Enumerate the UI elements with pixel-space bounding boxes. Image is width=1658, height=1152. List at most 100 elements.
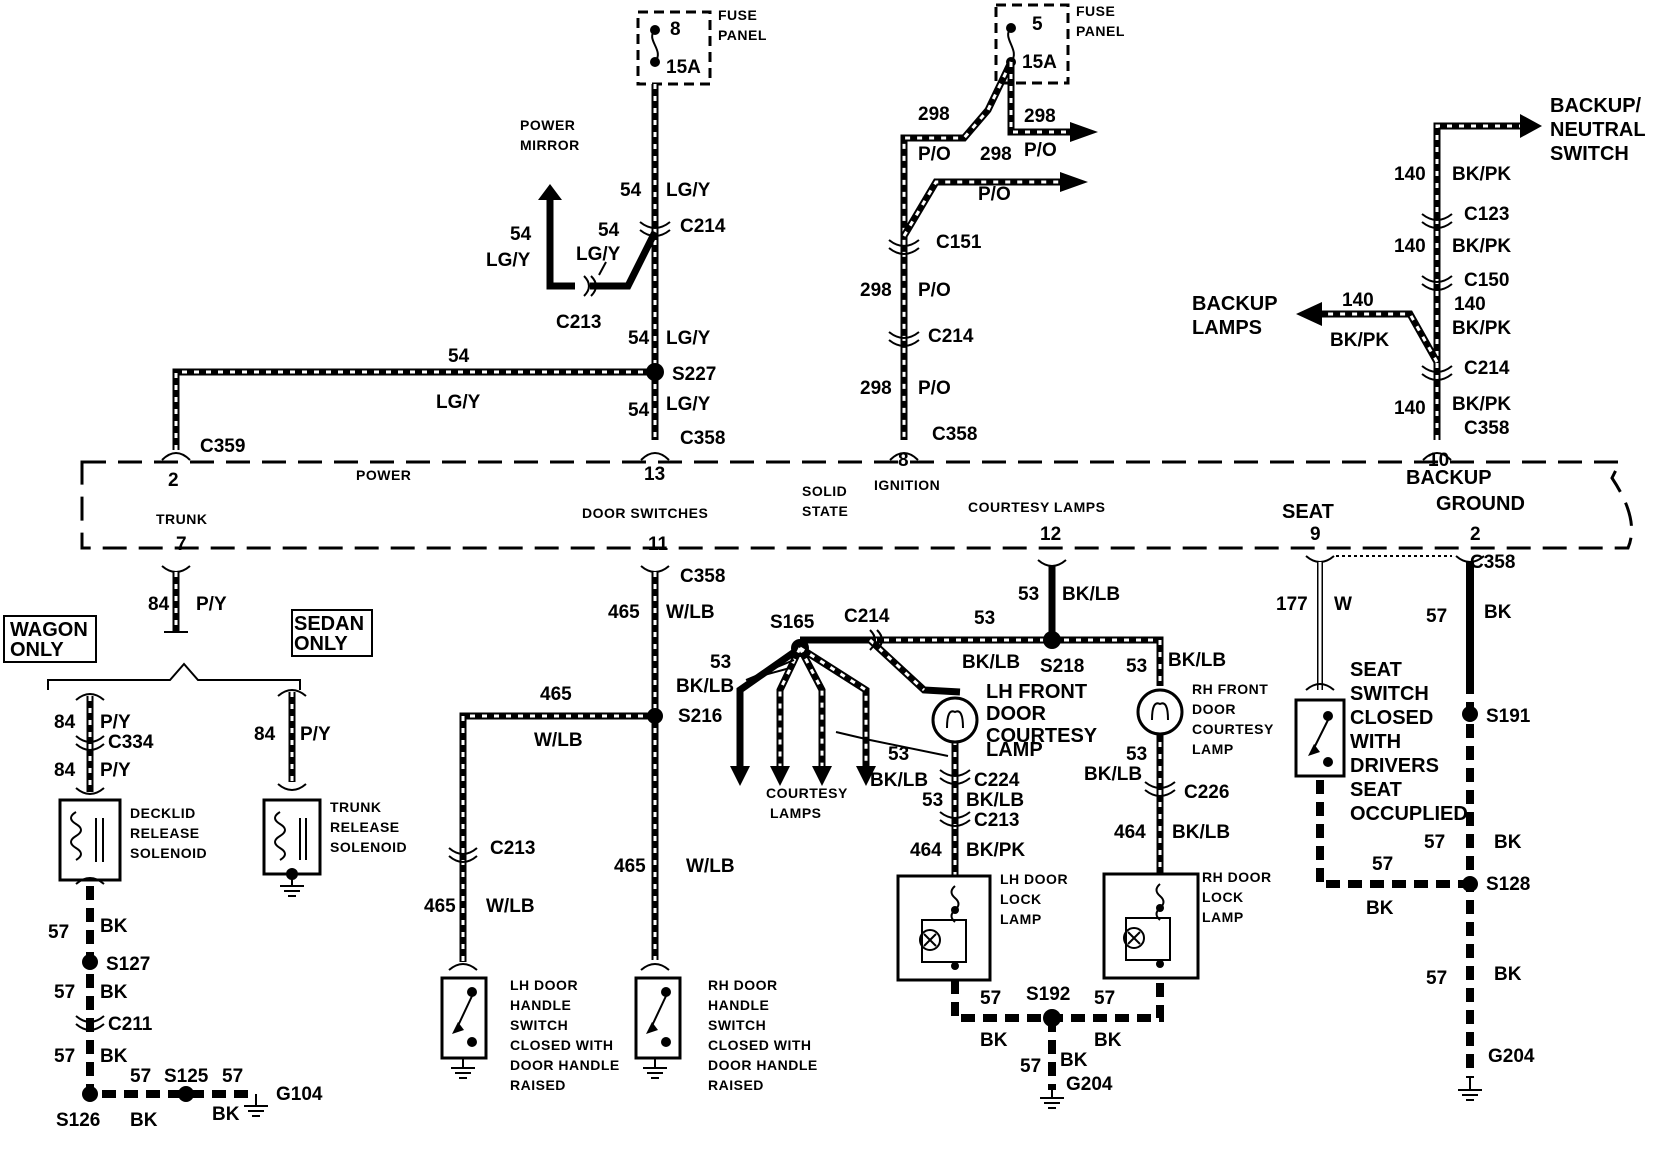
splice-s191 xyxy=(1462,706,1478,722)
connector-c214: C214 xyxy=(1464,358,1510,379)
backup-neutral-switch-label: BACKUP/ xyxy=(1550,95,1642,117)
wire-number: 54 xyxy=(628,328,650,349)
lh-courtesy-label: LH FRONT xyxy=(986,681,1087,703)
connector-c214: C214 xyxy=(680,216,726,237)
splice-s192 xyxy=(1043,1009,1061,1027)
connector-c358: C358 xyxy=(680,428,725,449)
backup-neutral-switch-label: NEUTRAL xyxy=(1550,119,1646,141)
connector-c213: C213 xyxy=(556,312,601,333)
module-solid-label: SOLID xyxy=(802,483,847,499)
ground-s192-circuit: 57 S192 57 BK BK 57 BK G204 xyxy=(951,978,1164,1109)
wire-number: 53 xyxy=(888,744,909,765)
connector-c359: C359 xyxy=(200,436,245,457)
rh-lock-label: LAMP xyxy=(1202,909,1244,925)
trunk-solenoid-label: SOLENOID xyxy=(330,839,407,855)
rh-courtesy-label: COURTESY xyxy=(1192,721,1274,737)
lh-courtesy-label: DOOR xyxy=(986,703,1047,725)
splice-s218 xyxy=(1043,631,1061,649)
connector-c211: C211 xyxy=(108,1014,153,1035)
splice-s165-label: S165 xyxy=(770,612,815,633)
rh-handle-label: SWITCH xyxy=(708,1017,766,1033)
seat-switch-label: SEAT xyxy=(1350,779,1402,801)
wire-number: 57 xyxy=(222,1066,243,1087)
wire-color: P/O xyxy=(1024,140,1057,161)
wire-number: 298 xyxy=(1024,106,1056,127)
splice-s127 xyxy=(82,954,98,970)
wire-color: W xyxy=(1334,594,1352,615)
pin-10: 10 xyxy=(1428,450,1449,471)
wire-color: P/O xyxy=(918,144,951,165)
wire-color: P/Y xyxy=(196,594,227,615)
backup-neutral-switch-label: SWITCH xyxy=(1550,143,1629,165)
ground-g104-circuit: 57 BK S127 57 BK C211 57 BK 57 S125 57 G… xyxy=(48,877,323,1131)
lh-courtesy-label: COURTESY xyxy=(986,725,1098,747)
wire-number: 57 xyxy=(1094,988,1115,1009)
fuse-8-number: 8 xyxy=(670,19,681,40)
wire-number: 54 xyxy=(448,346,470,367)
connector-c224: C224 xyxy=(974,770,1020,791)
wire-color: W/LB xyxy=(534,730,583,751)
module-power-label: POWER xyxy=(356,467,411,483)
fuse-8-rating: 15A xyxy=(666,57,701,78)
wire-color: P/Y xyxy=(100,760,131,781)
wire-number: 57 xyxy=(980,988,1001,1009)
wire-number: 53 xyxy=(1126,744,1147,765)
wire-number: 54 xyxy=(598,220,620,241)
wire-color: BK/LB xyxy=(1172,822,1230,843)
rh-door-lock-lamp: RH DOOR LOCK LAMP xyxy=(1102,869,1271,980)
wire-number: 84 xyxy=(148,594,170,615)
wire-number: 140 xyxy=(1394,236,1426,257)
wire-number: 53 xyxy=(1018,584,1039,605)
wire-number: 464 xyxy=(1114,822,1146,843)
rh-courtesy-lamp-branch: RH FRONT DOOR COURTESY LAMP 53 BK/LB C22… xyxy=(1084,681,1274,876)
wire-number: 140 xyxy=(1454,294,1486,315)
lh-courtesy-lamp-branch: LH FRONT DOOR COURTESY LAMP C224 53 BK/L… xyxy=(910,681,1098,876)
rh-handle-label: CLOSED WITH xyxy=(708,1037,812,1053)
wire-color: BK xyxy=(100,916,128,937)
circuit-53: BK/LB 53 S165 C214 53 BK/LB S218 53 BK/L… xyxy=(676,559,1226,821)
wire-number: 465 xyxy=(614,856,646,877)
wire-color: BK/LB xyxy=(962,652,1020,673)
wire-number: 54 xyxy=(620,180,642,201)
wire-color: BK xyxy=(980,1030,1008,1051)
splice-s126 xyxy=(82,1086,98,1102)
lh-handle-label: LH DOOR xyxy=(510,977,578,993)
trunk-solenoid-label: TRUNK xyxy=(330,799,382,815)
fuse-5-number: 5 xyxy=(1032,14,1043,35)
wire-number: 298 xyxy=(980,144,1012,165)
connector-c213: C213 xyxy=(490,838,535,859)
pin-11: 11 xyxy=(648,534,669,555)
wire-number: 53 xyxy=(974,608,995,629)
ground-g104-label: G104 xyxy=(276,1084,323,1105)
splice-s127-label: S127 xyxy=(106,954,150,975)
connector-c358: C358 xyxy=(932,424,977,445)
wire-number: 140 xyxy=(1394,398,1426,419)
connector-c151: C151 xyxy=(936,232,982,253)
splice-s218-label: S218 xyxy=(1040,656,1084,677)
wire-color: P/Y xyxy=(100,712,131,733)
wire-color: BK xyxy=(212,1104,240,1125)
wire-number: 57 xyxy=(1426,606,1447,627)
pin-12: 12 xyxy=(1040,524,1061,545)
wire-color: BK xyxy=(130,1110,158,1131)
rh-courtesy-label: LAMP xyxy=(1192,741,1234,757)
decklid-label: SOLENOID xyxy=(130,845,207,861)
wire-color: W/LB xyxy=(486,896,535,917)
connector-c214: C214 xyxy=(928,326,974,347)
connector-c358: C358 xyxy=(1464,418,1509,439)
wire-number: 298 xyxy=(918,104,950,125)
rh-handle-label: DOOR HANDLE xyxy=(708,1057,818,1073)
wire-number: 84 xyxy=(254,724,276,745)
splice-s128-label: S128 xyxy=(1486,874,1530,895)
seat-switch: SEAT SWITCH CLOSED WITH DRIVERS SEAT OCC… xyxy=(1294,659,1468,825)
wire-color: LG/Y xyxy=(666,328,711,349)
splice-s125-label: S125 xyxy=(164,1066,209,1087)
wire-color: BK/PK xyxy=(1452,318,1511,339)
circuit-140: BACKUP/ NEUTRAL SWITCH 140 BK/PK C123 14… xyxy=(1192,95,1646,440)
fuse-panel-8: 8 15A FUSE PANEL xyxy=(636,7,766,86)
seat-switch-label: SWITCH xyxy=(1350,683,1429,705)
lh-lock-label: LAMP xyxy=(1000,911,1042,927)
trunk-solenoid-label: RELEASE xyxy=(330,819,400,835)
connector-c150: C150 xyxy=(1464,270,1509,291)
lh-handle-label: HANDLE xyxy=(510,997,571,1013)
